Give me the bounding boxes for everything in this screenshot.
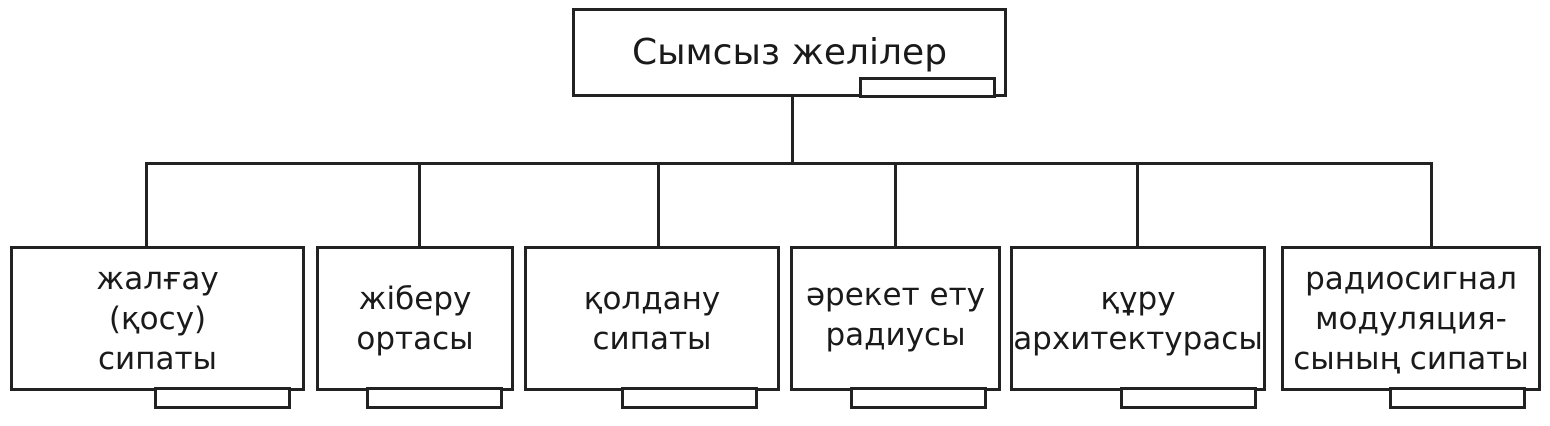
child-label-line: радиусы [825, 317, 966, 353]
child-node-usage-type: қолдану сипаты [524, 246, 780, 391]
root-stem-line [791, 95, 794, 164]
child-node-architecture: құру архитектурасы [1010, 246, 1266, 391]
child-label-line: сының сипаты [1293, 340, 1529, 377]
child-label-line: жалғау [96, 260, 219, 297]
child-connector-line [894, 162, 897, 248]
child-node-operating-range: әрекет ету радиусы [790, 246, 1001, 391]
child-node-modulation-type: радиосигнал модуляция- сының сипаты [1281, 246, 1541, 391]
child-label-line: (қосу) [108, 300, 207, 337]
child-label-line: архитектурасы [1013, 320, 1263, 357]
child-connector-line [1430, 162, 1433, 248]
child-label-line: сипаты [98, 340, 217, 377]
child-label-line: сипаты [592, 320, 712, 357]
child-label-line: жіберу [358, 280, 472, 317]
child-label-line: радиосигнал [1305, 260, 1517, 297]
child-node-tab [1120, 387, 1257, 409]
child-connector-line [1136, 162, 1139, 248]
child-label-line: қолдану [583, 280, 721, 317]
root-node-tab [859, 77, 996, 98]
root-node: Сымсыз желілер [572, 8, 1007, 97]
child-node-tab [850, 387, 987, 409]
child-label-line: модуляция- [1315, 300, 1507, 337]
child-label-line: әрекет ету [805, 277, 985, 313]
child-node-connection-type: жалғау (қосу) сипаты [10, 246, 305, 391]
child-label-line: ортасы [356, 320, 474, 357]
horizontal-bus-line [145, 162, 1433, 165]
child-node-tab [154, 387, 291, 409]
child-label-line: құру [1100, 280, 1176, 317]
child-connector-line [657, 162, 660, 248]
child-connector-line [145, 162, 148, 248]
child-node-tab [621, 387, 758, 409]
root-label: Сымсыз желілер [631, 31, 948, 73]
child-node-tab [1389, 387, 1526, 409]
child-node-tab [366, 387, 503, 409]
child-connector-line [418, 162, 421, 248]
child-node-transmission-medium: жіберу ортасы [316, 246, 514, 391]
